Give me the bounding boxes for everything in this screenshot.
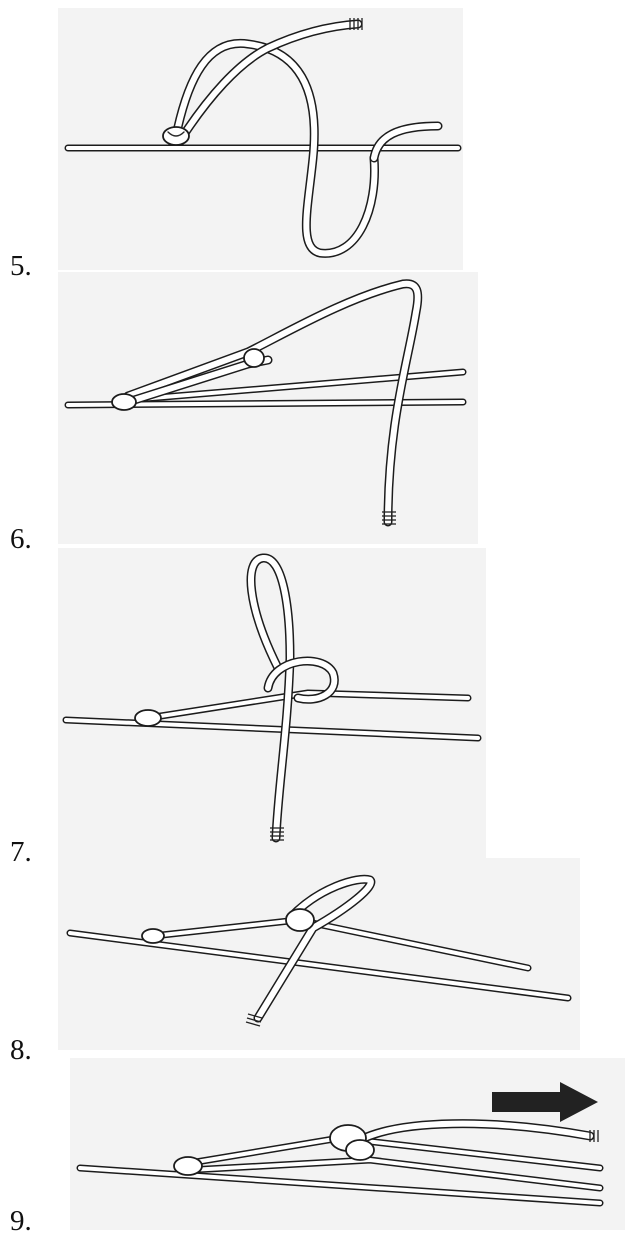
- paper-background: [58, 858, 580, 1050]
- step-8-illustration: [58, 858, 580, 1050]
- step-7-label: 7.: [10, 838, 32, 867]
- step-9-illustration: [70, 1058, 625, 1230]
- step-8-label: 8.: [10, 1036, 32, 1065]
- step-8-knot-drawing: [58, 858, 580, 1050]
- step-6-knot-drawing: [58, 272, 478, 544]
- paper-background: [58, 548, 486, 858]
- knot-nub: [135, 710, 161, 726]
- step-6-illustration: [58, 272, 478, 544]
- step-6-label: 6.: [10, 525, 32, 554]
- knot-nub: [163, 127, 189, 145]
- step-5-label: 5.: [10, 252, 32, 281]
- step-9-label: 9.: [10, 1207, 32, 1236]
- step-5-knot-drawing: [58, 8, 463, 270]
- step-9-knot-drawing: [70, 1058, 625, 1230]
- step-7-knot-drawing: [58, 548, 486, 858]
- step-7-illustration: [58, 548, 486, 858]
- step-5-illustration: [58, 8, 463, 270]
